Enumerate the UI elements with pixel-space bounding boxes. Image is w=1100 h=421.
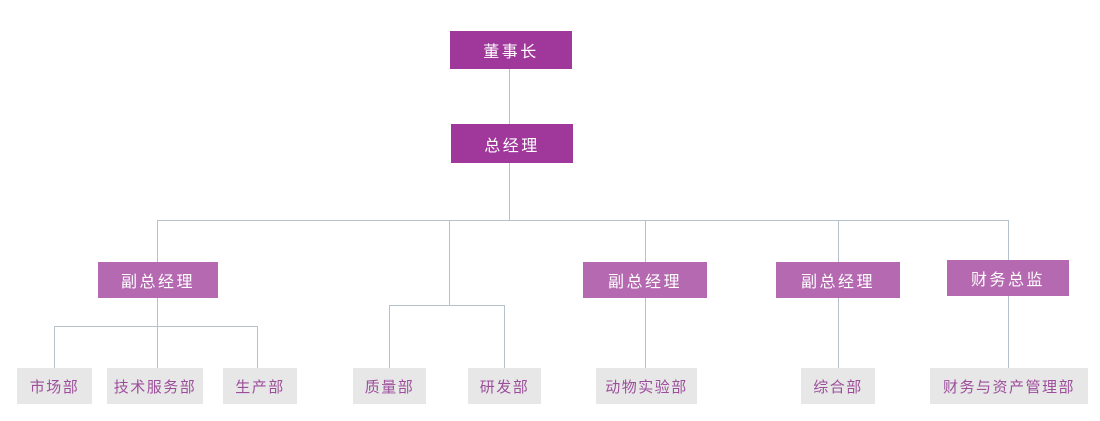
connector-finance-child	[1008, 296, 1009, 368]
node-production-dept-label: 生产部	[235, 378, 285, 396]
node-general-affairs-dept: 综合部	[801, 368, 875, 404]
node-deputy-gm-1-label: 副总经理	[120, 274, 195, 291]
node-rnd-dept: 研发部	[468, 368, 541, 404]
node-quality-dept: 质量部	[353, 368, 426, 404]
connector-drop-marketing	[54, 326, 55, 368]
connector-deputy2-child	[645, 298, 646, 368]
node-finance-director: 财务总监	[947, 260, 1069, 296]
connector-gm-trunk	[509, 163, 510, 220]
connector-drop-deputy3	[838, 220, 839, 262]
connector-drop-deputy2	[645, 220, 646, 262]
node-general-manager-label: 总经理	[484, 137, 540, 155]
node-chairman: 董事长	[450, 31, 572, 69]
node-animal-lab-dept-label: 动物实验部	[605, 378, 688, 396]
connector-drop-quality	[389, 305, 390, 368]
node-animal-lab-dept: 动物实验部	[596, 368, 697, 404]
connector-deputy1-children	[157, 298, 158, 368]
connector-main-horizontal	[157, 220, 1009, 221]
node-finance-asset-dept-label: 财务与资产管理部	[942, 378, 1075, 396]
node-marketing-dept-label: 市场部	[29, 378, 80, 396]
node-finance-director-label: 财务总监	[970, 272, 1045, 289]
node-deputy-gm-3-label: 副总经理	[800, 274, 875, 291]
node-general-affairs-dept-label: 综合部	[813, 378, 863, 396]
connector-deputy3-child	[838, 298, 839, 368]
connector-drop-rnd	[504, 305, 505, 368]
connector-sub1-horizontal	[54, 326, 257, 327]
node-tech-service-dept: 技术服务部	[107, 368, 203, 404]
connector-drop-finance	[1008, 220, 1009, 260]
node-general-manager: 总经理	[451, 124, 573, 163]
connector-drop-branch	[449, 220, 450, 305]
node-marketing-dept: 市场部	[17, 368, 92, 404]
node-rnd-dept-label: 研发部	[479, 378, 530, 396]
node-chairman-label: 董事长	[483, 44, 539, 61]
node-deputy-gm-1: 副总经理	[98, 262, 218, 298]
node-deputy-gm-2: 副总经理	[583, 262, 707, 298]
node-finance-asset-dept: 财务与资产管理部	[930, 368, 1088, 404]
node-production-dept: 生产部	[223, 368, 297, 404]
connector-sub2-horizontal	[389, 305, 504, 306]
node-quality-dept-label: 质量部	[364, 378, 415, 396]
node-tech-service-dept-label: 技术服务部	[113, 378, 197, 396]
node-deputy-gm-2-label: 副总经理	[607, 274, 682, 291]
connector-drop-production	[257, 326, 258, 368]
node-deputy-gm-3: 副总经理	[776, 262, 900, 298]
connector-drop-deputy1	[157, 220, 158, 262]
connector-chairman-gm	[509, 69, 510, 124]
